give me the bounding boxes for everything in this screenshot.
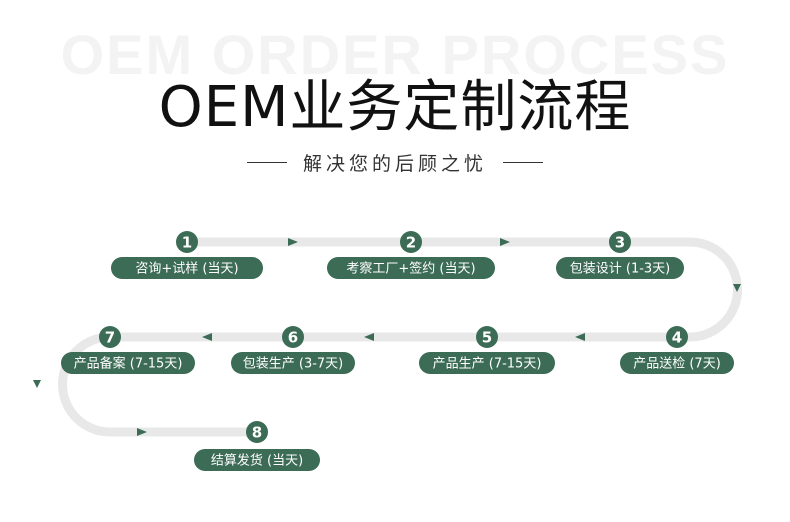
direction-arrows xyxy=(33,238,741,436)
step-label-pill xyxy=(620,352,734,374)
page-subtitle: 解决您的后顾之忧 xyxy=(302,153,487,175)
step-label: 包装设计 (1-3天) xyxy=(570,262,671,277)
step-label-pill xyxy=(231,352,355,374)
process-step-4: 4 产品送检 (7天) xyxy=(620,326,734,374)
step-number-badge xyxy=(609,231,631,253)
process-step-1: 1 咨询+试样 (当天) xyxy=(111,231,263,279)
step-number: 2 xyxy=(406,234,416,252)
process-step-3: 3 包装设计 (1-3天) xyxy=(556,231,684,279)
step-number-badge xyxy=(176,231,198,253)
step-label: 产品备案 (7-15天) xyxy=(74,356,183,372)
arrow-down-icon xyxy=(33,380,41,388)
arrow-down-icon xyxy=(733,284,741,292)
arrow-right-icon xyxy=(288,238,298,246)
process-step-6: 6 包装生产 (3-7天) xyxy=(231,326,355,374)
step-number-badge xyxy=(666,326,688,348)
step-number: 6 xyxy=(288,329,298,347)
step-label: 结算发货 (当天) xyxy=(211,453,303,469)
step-label: 产品生产 (7-15天) xyxy=(433,357,542,372)
step-number-badge xyxy=(476,326,498,348)
step-number: 3 xyxy=(615,234,625,252)
step-number: 8 xyxy=(252,424,262,442)
arrow-right-icon xyxy=(137,428,147,436)
step-number: 7 xyxy=(105,329,115,347)
step-label: 考察工厂+签约 (当天) xyxy=(346,261,475,277)
subtitle-row: 解决您的后顾之忧 xyxy=(0,149,790,176)
step-label: 包装生产 (3-7天) xyxy=(243,357,344,372)
step-number-badge xyxy=(246,421,268,443)
arrow-left-icon xyxy=(575,333,585,341)
step-label-pill xyxy=(61,352,195,374)
step-label-pill xyxy=(194,449,320,471)
process-track xyxy=(58,237,742,437)
step-number: 4 xyxy=(672,329,682,347)
step-number-badge xyxy=(400,231,422,253)
arrow-left-icon xyxy=(202,333,212,341)
step-label-pill xyxy=(111,257,263,279)
step-number-badge xyxy=(99,326,121,348)
process-step-5: 5 产品生产 (7-15天) xyxy=(419,326,555,374)
arrow-right-icon xyxy=(500,238,510,246)
step-number-badge xyxy=(282,326,304,348)
step-label-pill xyxy=(419,352,555,374)
arrow-left-icon xyxy=(364,333,374,341)
step-label: 咨询+试样 (当天) xyxy=(135,262,238,277)
process-step-2: 2 考察工厂+签约 (当天) xyxy=(327,231,495,279)
step-number: 1 xyxy=(182,234,192,252)
subtitle-right-divider xyxy=(503,162,543,163)
background-watermark: OEM ORDER PROCESS xyxy=(60,23,730,86)
step-label: 产品送检 (7天) xyxy=(633,357,721,372)
step-label-pill xyxy=(327,257,495,279)
step-label-pill xyxy=(556,257,684,279)
process-step-7: 7 产品备案 (7-15天) xyxy=(61,326,195,374)
subtitle-left-divider xyxy=(246,162,287,163)
page-title: OEM业务定制流程 xyxy=(158,75,632,140)
process-step-8: 8 结算发货 (当天) xyxy=(194,421,320,471)
step-number: 5 xyxy=(482,329,492,347)
